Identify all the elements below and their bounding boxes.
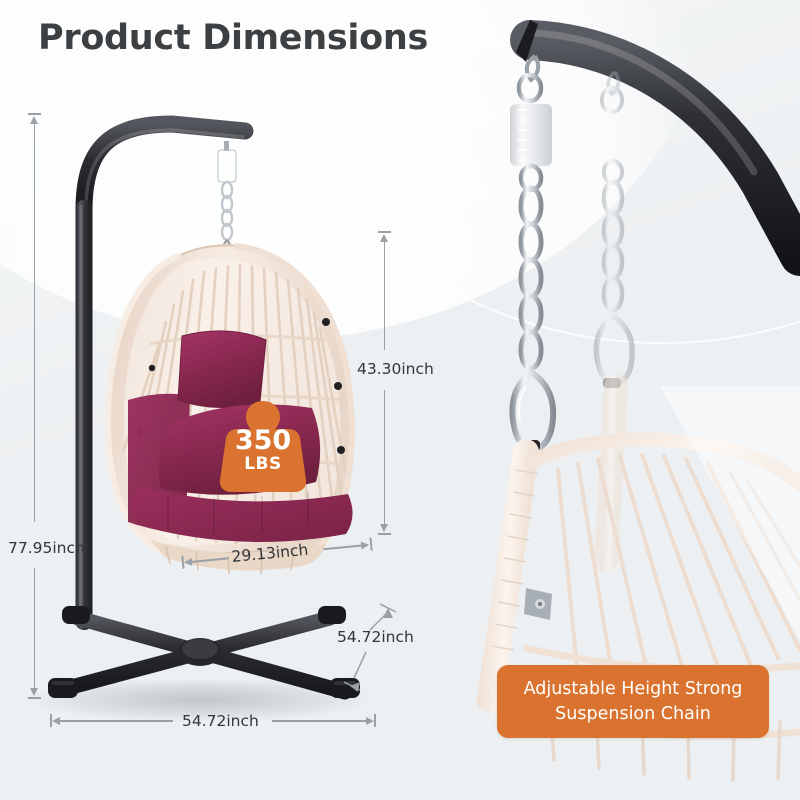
chain-links-front xyxy=(518,185,544,371)
dim-line-right xyxy=(323,544,364,550)
weight-badge-icon xyxy=(219,401,307,492)
suspension-chain-left xyxy=(217,141,237,256)
dim-arrow-up xyxy=(30,116,38,124)
dim-line-left xyxy=(59,720,173,722)
frame-bracket xyxy=(524,588,552,620)
dim-arrow-down xyxy=(30,688,38,696)
carabiner-front xyxy=(509,368,557,454)
dim-arrow-right xyxy=(366,716,374,725)
dim-arrow-right xyxy=(360,540,370,550)
weight-capacity-badge: 350 LBS xyxy=(219,398,307,496)
dim-line-right xyxy=(272,720,368,722)
dim-cap-top xyxy=(28,113,41,115)
dim-line-left xyxy=(190,557,229,563)
spring-coils xyxy=(507,106,555,164)
dim-cap-bottom xyxy=(378,533,391,535)
dim-line-lower xyxy=(33,568,36,694)
chair-stand xyxy=(48,115,360,700)
dim-cap-right xyxy=(374,714,376,727)
dimension-label-base-depth: 54.72inch xyxy=(337,628,414,646)
dim-cap-top xyxy=(378,231,391,233)
spring-chain-front xyxy=(507,54,557,454)
weight-badge-value: 350 xyxy=(234,425,292,456)
weight-badge-unit: LBS xyxy=(244,454,282,474)
dimension-label-chair-width: 29.13inch xyxy=(230,540,310,566)
dim-line-upper xyxy=(33,118,36,522)
dim-cap-right xyxy=(369,537,373,551)
dim-diagonal-line xyxy=(343,603,397,692)
caption-banner: Adjustable Height Strong Suspension Chai… xyxy=(497,665,769,738)
dim-arrow-up xyxy=(380,234,388,242)
dimension-label-chair-height: 43.30inch xyxy=(357,360,434,378)
stand-bar xyxy=(510,20,800,276)
dim-cap-left xyxy=(50,714,52,727)
dim-arrow-down xyxy=(380,524,388,532)
dim-arrow-left xyxy=(52,716,60,725)
caption-text: Adjustable Height Strong Suspension Chai… xyxy=(524,677,743,727)
caption-line-2: Suspension Chain xyxy=(555,703,711,724)
caption-line-1: Adjustable Height Strong xyxy=(523,678,743,699)
dim-cap-bottom xyxy=(28,697,41,699)
dim-line-upper xyxy=(383,236,386,350)
dimension-label-base-width: 54.72inch xyxy=(182,712,259,730)
dim-line-lower xyxy=(383,390,386,530)
spring-chain-back xyxy=(592,70,635,388)
dimension-label-overall-height: 77.95inch xyxy=(8,539,85,557)
page-title: Product Dimensions xyxy=(38,18,428,58)
